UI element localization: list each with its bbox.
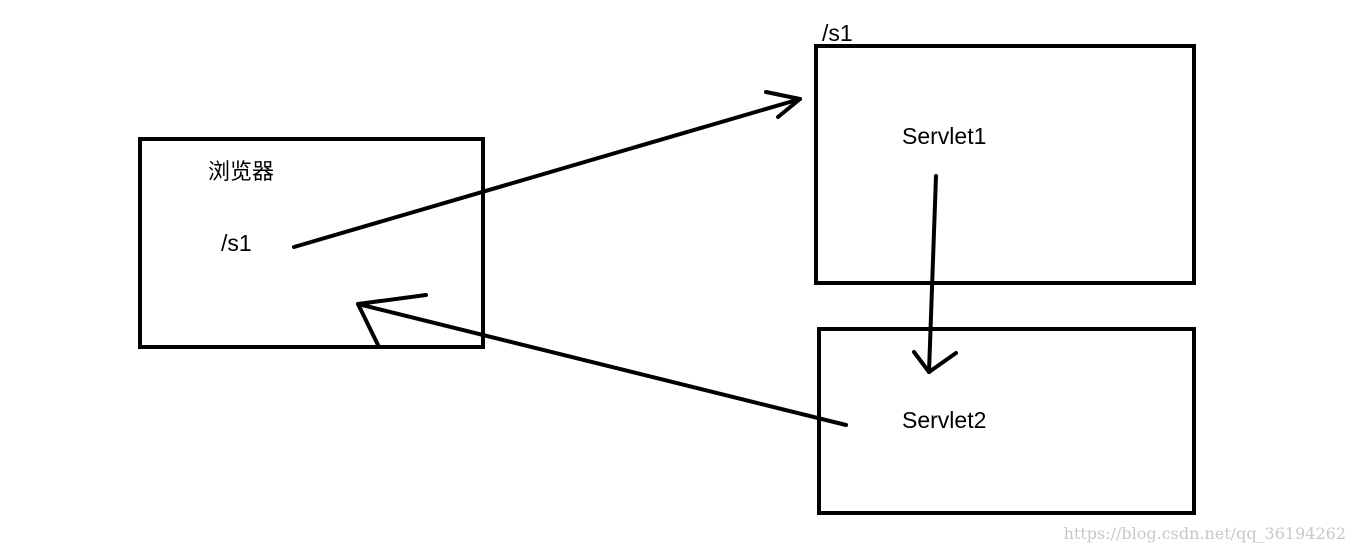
browser-label: 浏览器 bbox=[208, 160, 275, 185]
response-arrow bbox=[356, 302, 848, 427]
servlet1-label: Servlet1 bbox=[902, 123, 987, 149]
servlet2-label: Servlet2 bbox=[902, 407, 987, 433]
servlet2-box bbox=[817, 327, 1196, 515]
request-arrowhead bbox=[764, 90, 802, 119]
response-arrowhead bbox=[356, 293, 428, 347]
browser-path-label: /s1 bbox=[221, 230, 252, 256]
forward-arrow bbox=[927, 174, 938, 374]
servlet1-box bbox=[814, 44, 1196, 285]
browser-box bbox=[138, 137, 485, 349]
request-arrow bbox=[292, 97, 802, 249]
watermark: https://blog.csdn.net/qq_36194262 bbox=[1063, 524, 1346, 543]
forward-arrowhead bbox=[912, 350, 958, 374]
servlet1-path-label: /s1 bbox=[822, 20, 853, 46]
